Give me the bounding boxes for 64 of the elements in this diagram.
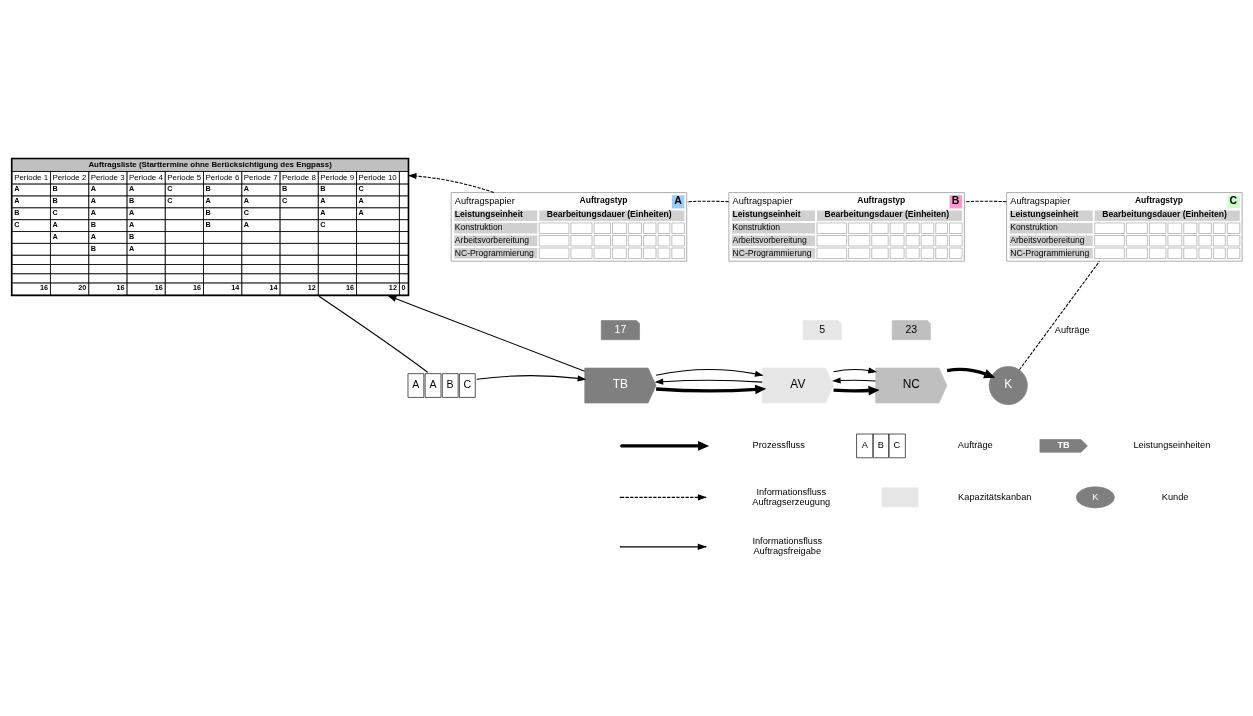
- label: B: [90, 219, 96, 229]
- legend-label: Leistungseinheiten: [1133, 439, 1211, 450]
- label: B: [52, 195, 58, 205]
- label: A: [90, 207, 96, 217]
- label: C: [14, 219, 20, 229]
- label: C: [358, 183, 364, 193]
- label: B: [205, 219, 211, 229]
- label: C: [282, 195, 288, 205]
- label: 16: [345, 282, 355, 292]
- label: B: [90, 243, 96, 253]
- label: K: [1092, 491, 1099, 502]
- label: 16: [39, 282, 48, 292]
- label: A: [128, 183, 135, 193]
- label: B: [205, 207, 211, 217]
- label: B: [282, 183, 288, 193]
- label: A: [320, 195, 326, 205]
- label: B: [320, 183, 326, 193]
- label: 16: [116, 282, 125, 292]
- label: A: [358, 195, 364, 205]
- label: A: [90, 231, 96, 241]
- label: 0: [401, 282, 406, 292]
- label: B: [14, 207, 20, 217]
- label: B: [205, 183, 211, 193]
- label: A: [358, 207, 364, 217]
- label: A: [128, 207, 135, 217]
- label: A: [14, 183, 20, 193]
- label: 16: [154, 282, 163, 292]
- label: A: [14, 195, 20, 205]
- legend-label: Kunde: [1161, 491, 1189, 502]
- edge-label: Aufträge: [1054, 324, 1090, 335]
- label: A: [320, 207, 326, 217]
- label: C: [243, 207, 249, 217]
- label: A: [243, 195, 249, 205]
- legend-label: Aufträge: [957, 439, 993, 450]
- label: C: [52, 207, 58, 217]
- label: B: [128, 195, 135, 205]
- label: A: [90, 183, 96, 193]
- label: A: [205, 195, 211, 205]
- label: A: [128, 219, 135, 229]
- legend-label: Informationsfluss Auftragserzeugung: [752, 486, 831, 507]
- label: C: [320, 219, 326, 229]
- label: A: [243, 219, 249, 229]
- label: A: [52, 219, 58, 229]
- label: 12: [307, 282, 316, 292]
- label: B: [52, 183, 58, 193]
- legend-label: Kapazitätskanban: [958, 491, 1032, 502]
- label: 12: [388, 282, 397, 292]
- label: A: [128, 243, 135, 253]
- legend-label: Informationsfluss Auftragsfreigabe: [752, 535, 823, 556]
- label: C: [167, 183, 173, 193]
- label: 16: [192, 282, 202, 292]
- label: A: [90, 195, 96, 205]
- label: B: [877, 439, 884, 450]
- label: C: [893, 439, 901, 450]
- label: 14: [269, 282, 278, 292]
- label: A: [861, 439, 868, 450]
- label: C: [167, 195, 173, 205]
- label: A: [243, 183, 249, 193]
- label: 20: [78, 282, 87, 292]
- label: B: [128, 231, 135, 241]
- legend-label: Prozessfluss: [752, 439, 805, 450]
- label: A: [52, 231, 58, 241]
- label: 14: [231, 282, 240, 292]
- label: TB: [1057, 439, 1070, 450]
